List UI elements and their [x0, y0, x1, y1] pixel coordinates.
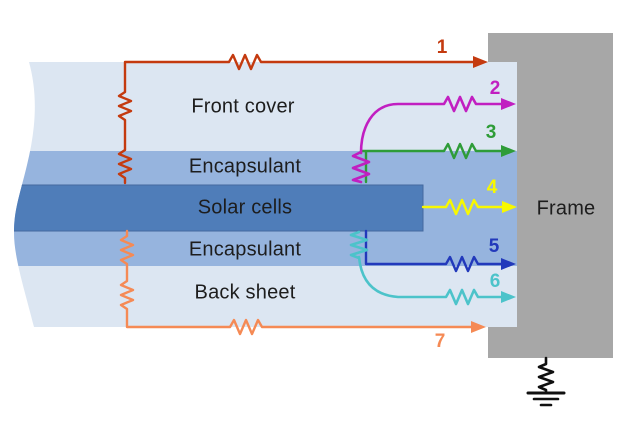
- leakage-path-4: [421, 198, 506, 216]
- arrowhead-4: [502, 201, 517, 213]
- layer-label-encapsulant-top: Encapsulant: [188, 155, 302, 178]
- arrowhead-5: [501, 258, 516, 270]
- frame-label: Frame: [536, 197, 596, 220]
- path-number-6: 6: [489, 271, 501, 292]
- layer-label-back-sheet: Back sheet: [194, 281, 296, 304]
- front-cover-layer: [14, 62, 517, 151]
- path-number-2: 2: [489, 78, 501, 99]
- path-number-4: 4: [486, 177, 498, 198]
- leakage-path-2: [351, 95, 505, 184]
- leakage-path-7: [119, 229, 474, 336]
- arrowhead-7: [471, 321, 486, 333]
- leakage-path-1: [117, 53, 476, 185]
- leakage-path-6: [349, 230, 505, 306]
- layer-label-solar-cells: Solar cells: [197, 196, 293, 219]
- ground-symbol: [526, 356, 566, 407]
- path-number-1: 1: [436, 37, 448, 58]
- arrowhead-2: [501, 98, 516, 110]
- arrowhead-1: [473, 56, 488, 68]
- leakage-path-3: [359, 142, 505, 184]
- laminate-stack: [14, 62, 517, 327]
- path-number-7: 7: [434, 331, 446, 352]
- path-number-5: 5: [488, 236, 500, 257]
- layer-label-front-cover: Front cover: [191, 95, 295, 118]
- arrowhead-6: [501, 291, 516, 303]
- layer-label-encapsulant-bottom: Encapsulant: [188, 238, 302, 261]
- ground-resistor: [537, 356, 555, 395]
- arrowhead-3: [501, 145, 516, 157]
- arrowheads: [471, 56, 517, 333]
- leakage-paths: [117, 53, 506, 336]
- leakage-path-5: [364, 229, 505, 273]
- path-number-3: 3: [485, 122, 497, 143]
- solar-cells-layer: [14, 184, 424, 232]
